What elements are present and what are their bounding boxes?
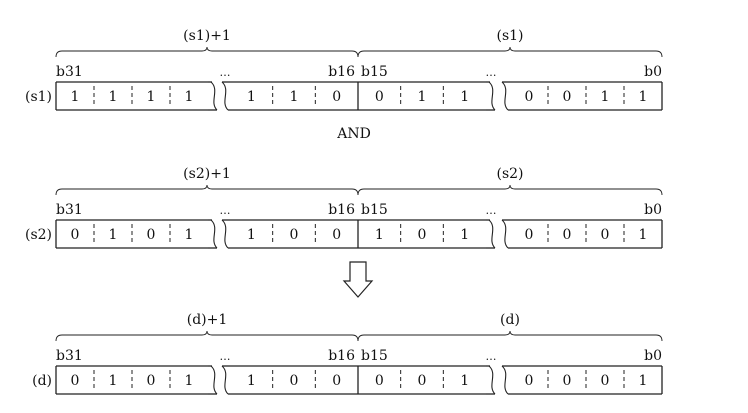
bit-value: 1 <box>418 89 427 105</box>
bit-value: 0 <box>147 227 156 243</box>
bit-label-b16: b16 <box>328 202 355 218</box>
bit-value: 0 <box>375 89 384 105</box>
bit-value: 1 <box>147 89 156 105</box>
lower-word-brace <box>357 46 663 58</box>
bit-value: 0 <box>601 227 610 243</box>
ellipsis-upper: … <box>220 204 231 217</box>
bit-value: 0 <box>332 227 341 243</box>
bit-value: 0 <box>418 373 427 389</box>
break-mark <box>488 365 496 395</box>
bit-label-b31: b31 <box>56 348 83 364</box>
bit-value: 0 <box>332 89 341 105</box>
bit-value: 0 <box>418 227 427 243</box>
break-mark <box>221 81 229 111</box>
bit-value: 0 <box>147 373 156 389</box>
break-mark <box>501 81 509 111</box>
break-mark <box>488 219 496 249</box>
ellipsis-lower: … <box>486 350 497 363</box>
break-mark <box>221 219 229 249</box>
lower-word-label: (s1) <box>496 28 523 44</box>
bit-label-b0: b0 <box>644 202 662 218</box>
lower-word-label: (d) <box>500 312 520 328</box>
bit-label-b15: b15 <box>361 348 388 364</box>
register-name: (d) <box>32 373 52 389</box>
bit-value: 0 <box>601 373 610 389</box>
and-operator-label: AND <box>336 126 371 142</box>
bit-label-b16: b16 <box>328 348 355 364</box>
bit-value: 0 <box>563 227 572 243</box>
bit-value: 1 <box>639 227 648 243</box>
ellipsis-lower: … <box>486 66 497 79</box>
bit-value: 1 <box>375 227 384 243</box>
bit-value: 1 <box>460 373 469 389</box>
bit-label-b16: b16 <box>328 64 355 80</box>
bit-value: 1 <box>247 89 256 105</box>
break-mark <box>488 81 496 111</box>
bit-value: 0 <box>332 373 341 389</box>
bit-value: 1 <box>247 227 256 243</box>
upper-word-label: (s2)+1 <box>183 166 231 182</box>
bit-value: 0 <box>563 373 572 389</box>
lower-word-label: (s2) <box>496 166 523 182</box>
bit-value: 0 <box>290 373 299 389</box>
bit-value: 1 <box>185 89 194 105</box>
ellipsis-lower: … <box>486 204 497 217</box>
bit-value: 1 <box>639 89 648 105</box>
bit-label-b15: b15 <box>361 202 388 218</box>
lower-word-brace <box>357 330 663 342</box>
bit-value: 1 <box>109 373 118 389</box>
bit-value: 0 <box>290 227 299 243</box>
bit-value: 0 <box>525 227 534 243</box>
bit-value: 1 <box>185 227 194 243</box>
upper-word-brace <box>55 330 359 342</box>
bit-value: 1 <box>460 227 469 243</box>
bit-value: 1 <box>639 373 648 389</box>
upper-word-label: (d)+1 <box>187 312 228 328</box>
bit-value: 1 <box>460 89 469 105</box>
bit-value: 1 <box>185 373 194 389</box>
bit-value: 1 <box>109 227 118 243</box>
bit-value: 0 <box>71 227 80 243</box>
bit-value: 1 <box>109 89 118 105</box>
ellipsis-upper: … <box>220 66 231 79</box>
bit-label-b31: b31 <box>56 64 83 80</box>
bit-value: 1 <box>601 89 610 105</box>
break-mark <box>210 365 218 395</box>
register-name: (s2) <box>25 227 52 243</box>
bit-value: 1 <box>247 373 256 389</box>
bit-value: 1 <box>71 89 80 105</box>
bit-value: 0 <box>525 89 534 105</box>
lower-word-brace <box>357 184 663 196</box>
bit-value: 1 <box>290 89 299 105</box>
break-mark <box>221 365 229 395</box>
bit-value: 0 <box>71 373 80 389</box>
ellipsis-upper: … <box>220 350 231 363</box>
break-mark <box>501 365 509 395</box>
break-mark <box>210 81 218 111</box>
register-name: (s1) <box>25 89 52 105</box>
bit-value: 0 <box>525 373 534 389</box>
bit-label-b0: b0 <box>644 348 662 364</box>
bit-label-b15: b15 <box>361 64 388 80</box>
upper-word-brace <box>55 46 359 58</box>
bit-value: 0 <box>563 89 572 105</box>
upper-word-brace <box>55 184 359 196</box>
result-arrow-icon <box>342 261 374 298</box>
bit-label-b0: b0 <box>644 64 662 80</box>
upper-word-label: (s1)+1 <box>183 28 231 44</box>
bit-value: 0 <box>375 373 384 389</box>
bit-label-b31: b31 <box>56 202 83 218</box>
break-mark <box>501 219 509 249</box>
break-mark <box>210 219 218 249</box>
